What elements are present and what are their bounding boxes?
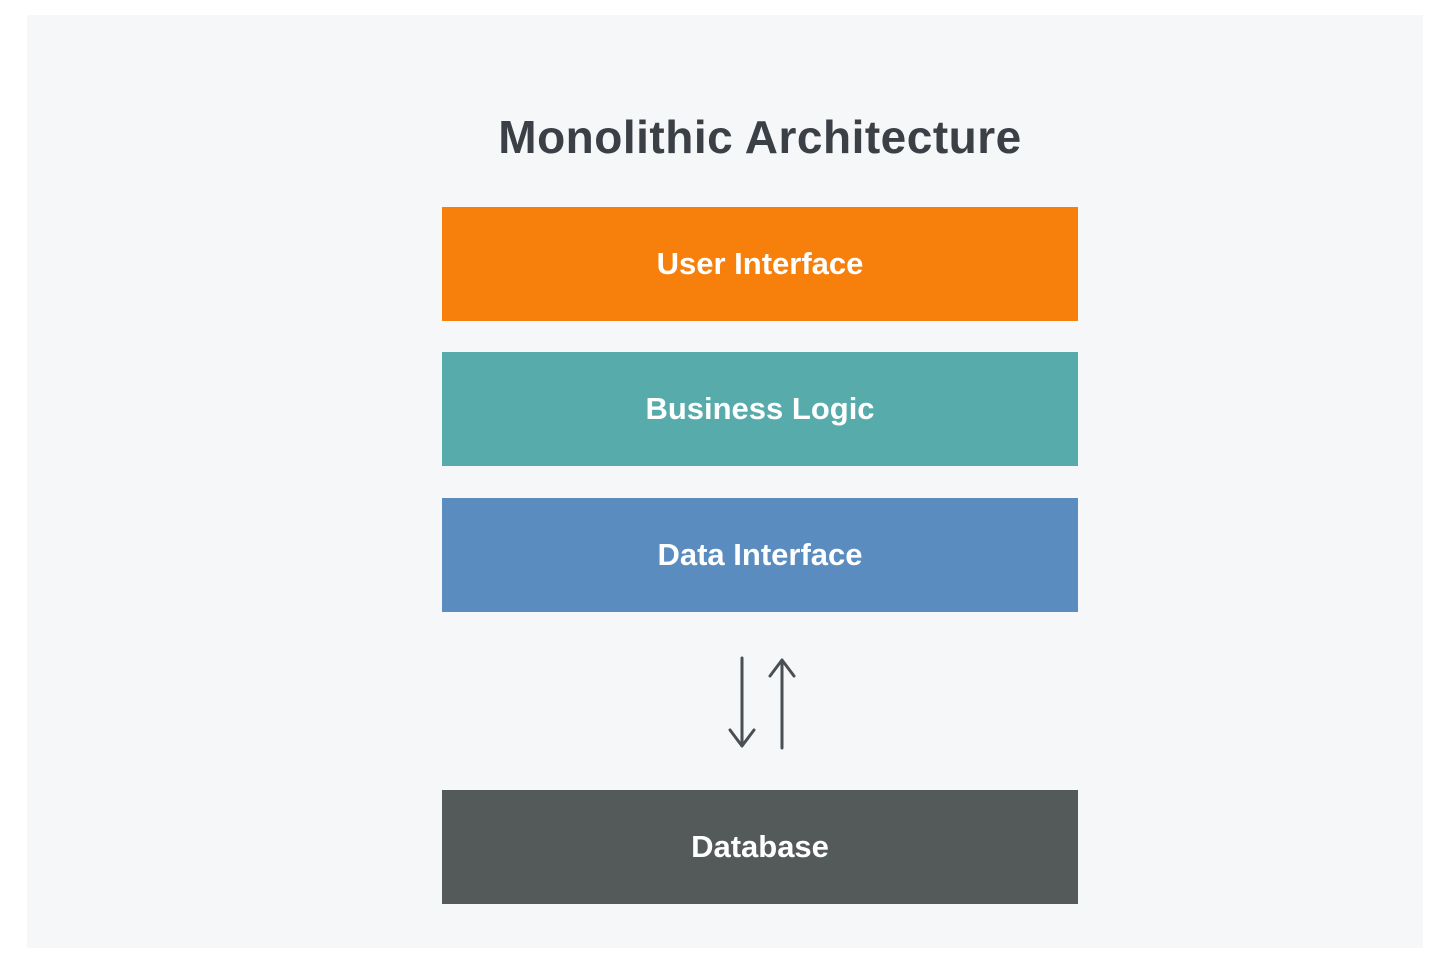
- layer-database-label: Database: [691, 829, 829, 864]
- arrow-down-icon: [728, 656, 756, 748]
- layer-database: Database: [442, 790, 1078, 904]
- diagram-canvas: Monolithic Architecture User Interface B…: [27, 15, 1423, 948]
- layer-data-interface-label: Data Interface: [657, 537, 863, 572]
- layer-user-interface: User Interface: [442, 207, 1078, 321]
- layer-business-logic: Business Logic: [442, 352, 1078, 466]
- layer-user-interface-label: User Interface: [656, 246, 864, 281]
- layer-business-logic-label: Business Logic: [645, 391, 875, 426]
- layer-data-interface: Data Interface: [442, 498, 1078, 612]
- diagram-title: Monolithic Architecture: [498, 110, 1022, 163]
- data-flow-arrows: [728, 656, 796, 750]
- arrow-up-icon: [768, 658, 796, 750]
